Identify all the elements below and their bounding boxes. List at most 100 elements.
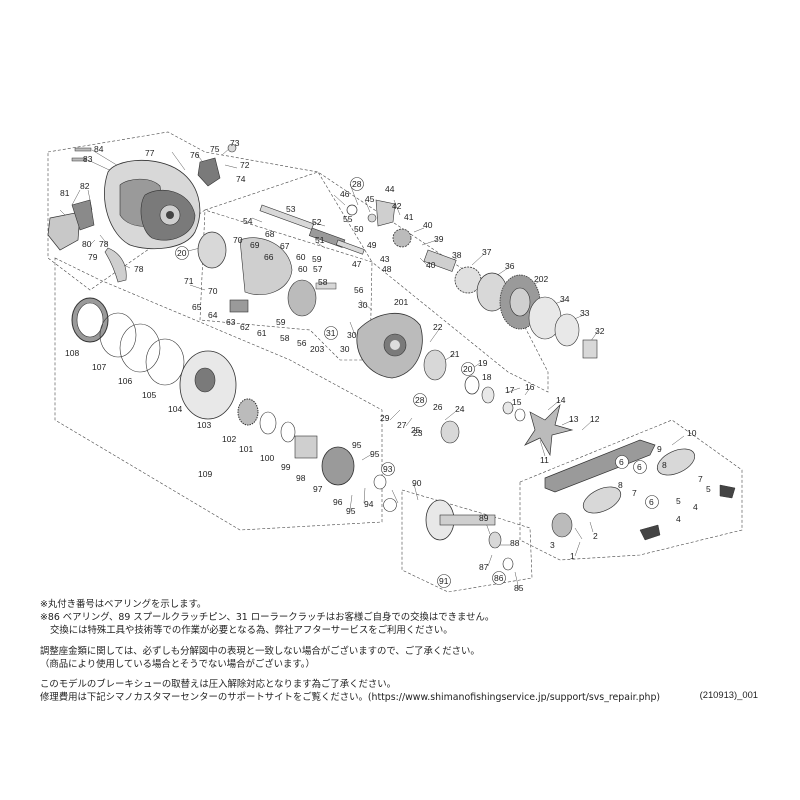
callout-44: 44 [385, 184, 395, 194]
callout-22: 22 [433, 322, 443, 332]
callout-52: 52 [312, 217, 322, 227]
callout-58a: 58 [318, 277, 328, 287]
callout-60: 60 [296, 252, 306, 262]
callout-65: 65 [192, 302, 202, 312]
callout-66: 66 [264, 252, 274, 262]
callout-101: 101 [239, 444, 253, 454]
callout-105: 105 [142, 390, 156, 400]
exploded-parts-diagram: 84 83 77 76 75 73 72 74 82 81 80 78 79 7… [47, 131, 743, 593]
body-group-boundary [199, 171, 373, 361]
callout-90: 90 [412, 478, 422, 488]
callout-98: 98 [296, 473, 306, 483]
callout-78: 78 [99, 239, 109, 249]
callout-89: 89 [479, 513, 489, 523]
callout-12: 12 [590, 414, 600, 424]
callout-28a: 28 [352, 179, 362, 189]
callout-9: 9 [657, 444, 662, 454]
callout-93: 93 [383, 464, 393, 474]
callout-8b: 8 [618, 480, 623, 490]
callout-63: 63 [226, 317, 236, 327]
callout-107: 107 [92, 362, 106, 372]
callout-59a: 59 [312, 254, 322, 264]
callout-4: 4 [693, 502, 698, 512]
left-side-plate-parts [71, 297, 387, 490]
callout-95a: 95 [352, 440, 362, 450]
callout-30b: 30 [347, 330, 357, 340]
callout-64: 64 [208, 310, 218, 320]
callout-80: 80 [82, 239, 92, 249]
callout-103: 103 [197, 420, 211, 430]
callout-102: 102 [222, 434, 236, 444]
callout-10: 10 [687, 428, 697, 438]
callout-40a: 40 [423, 220, 433, 230]
note-line-1: ※丸付き番号はベアリングを示します。 [40, 599, 207, 610]
callout-100: 100 [260, 453, 274, 463]
note-line-7: 修理費用は下記シマノカスタマーセンターのサポートサイトをご覧ください。(http… [40, 692, 661, 704]
callout-41: 41 [404, 212, 414, 222]
callout-61: 61 [257, 328, 267, 338]
callout-201: 201 [394, 297, 408, 307]
callout-29: 29 [380, 413, 390, 423]
main-gear-parts [476, 272, 598, 359]
callout-19: 19 [478, 358, 488, 368]
note-line-3: 交換には特殊工具や技術等での作業が必要となる為、弊社アフターサービスをご利用くだ… [50, 625, 453, 637]
callout-104: 104 [168, 404, 182, 414]
callout-37: 37 [482, 247, 492, 257]
callout-17: 17 [505, 385, 515, 395]
callout-99: 99 [281, 462, 291, 472]
callout-18: 18 [482, 372, 492, 382]
callout-40b: 40 [426, 260, 436, 270]
callout-62: 62 [240, 322, 250, 332]
callout-4b: 4 [676, 514, 681, 524]
callout-13: 13 [569, 414, 579, 424]
callout-56b: 56 [354, 285, 364, 295]
callout-202: 202 [534, 274, 548, 284]
callout-32: 32 [595, 326, 605, 336]
callout-7a: 7 [698, 474, 703, 484]
callout-70a: 70 [233, 235, 243, 245]
note-line-2: ※86 ベアリング、89 スプールクラッチピン、31 ローラークラッチはお客様ご… [40, 612, 495, 624]
callout-28b: 28 [415, 395, 425, 405]
callout-38: 38 [452, 250, 462, 260]
callout-34: 34 [560, 294, 570, 304]
callout-5a: 5 [706, 484, 711, 494]
callout-108: 108 [65, 348, 79, 358]
callout-3: 3 [550, 540, 555, 550]
spool-parts [425, 499, 514, 571]
callout-95b: 95 [370, 449, 380, 459]
callout-6c: 6 [649, 497, 654, 507]
callout-45: 45 [365, 194, 375, 204]
callout-57: 57 [313, 264, 323, 274]
callout-53: 53 [286, 204, 296, 214]
callout-33: 33 [580, 308, 590, 318]
callout-60b: 60 [298, 264, 308, 274]
callout-1: 1 [570, 551, 575, 561]
side-plate-parts [356, 312, 495, 444]
callout-20b: 20 [463, 364, 473, 374]
callout-50: 50 [354, 224, 364, 234]
callout-30a: 30 [358, 300, 368, 310]
callout-96: 96 [333, 497, 343, 507]
callout-15: 15 [512, 397, 522, 407]
callout-23: 23 [413, 428, 423, 438]
callout-79: 79 [88, 252, 98, 262]
callout-81: 81 [60, 188, 70, 198]
callout-85: 85 [514, 583, 524, 593]
callout-49: 49 [367, 240, 377, 250]
callout-84: 84 [94, 144, 104, 154]
callout-51: 51 [315, 235, 325, 245]
callout-47: 47 [352, 259, 362, 269]
side-cover-parts [47, 143, 237, 283]
callout-109: 109 [198, 469, 212, 479]
star-drag-parts [502, 401, 574, 457]
mechanism-plate-parts [197, 231, 337, 317]
callout-56a: 56 [297, 338, 307, 348]
note-line-4: 調整座金類に関しては、必ずしも分解図中の表現と一致しない場合がございますので、ご… [40, 645, 480, 657]
callout-76: 76 [190, 150, 200, 160]
callout-25: 25 [411, 425, 421, 435]
callout-54: 54 [243, 216, 253, 226]
callout-73: 73 [230, 138, 240, 148]
callout-67: 67 [280, 241, 290, 251]
callout-26: 26 [433, 402, 443, 412]
callout-24: 24 [455, 404, 465, 414]
